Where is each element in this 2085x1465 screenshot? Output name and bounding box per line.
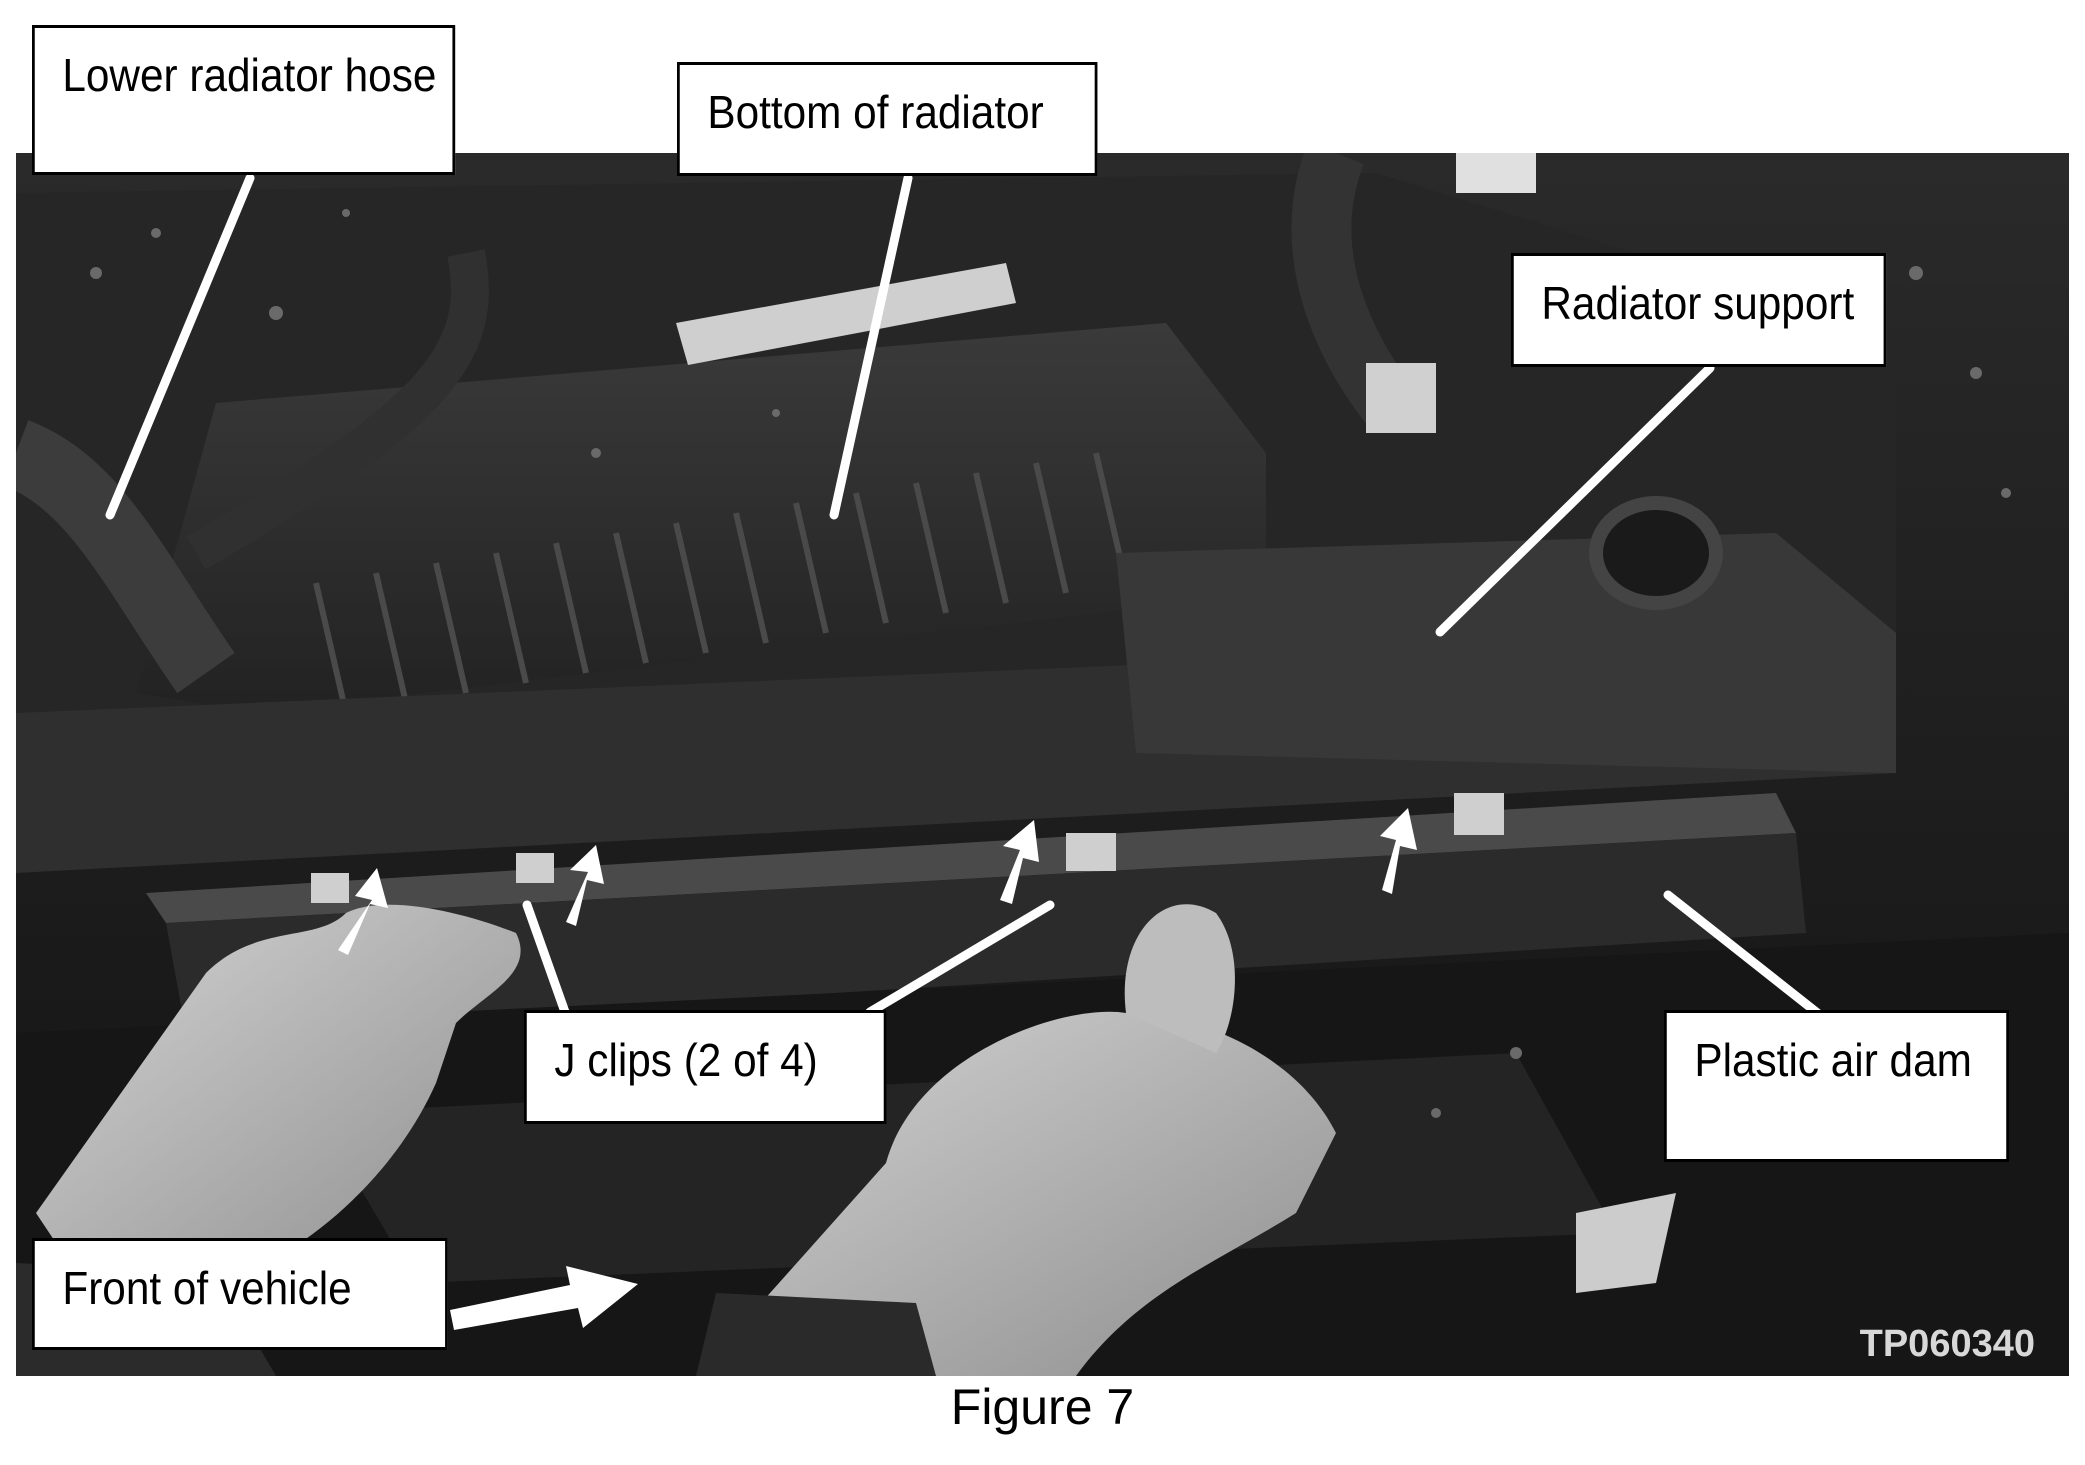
callout-lower-radiator-hose: Lower radiator hose bbox=[32, 25, 456, 175]
callout-text: J clips (2 of 4) bbox=[554, 1034, 818, 1086]
callout-text: Front of vehicle bbox=[62, 1262, 352, 1314]
callout-text: Lower radiator hose bbox=[62, 49, 437, 101]
callout-plastic-air-dam: Plastic air dam bbox=[1664, 1010, 2009, 1162]
callout-text: Radiator support bbox=[1541, 277, 1855, 329]
callout-bottom-of-radiator: Bottom of radiator bbox=[677, 62, 1098, 176]
callout-j-clips: J clips (2 of 4) bbox=[524, 1010, 887, 1124]
callout-radiator-support: Radiator support bbox=[1511, 253, 1887, 367]
callout-text: Bottom of radiator bbox=[707, 86, 1044, 138]
callout-front-of-vehicle: Front of vehicle bbox=[32, 1238, 448, 1350]
figure-caption: Figure 7 bbox=[950, 1379, 1135, 1435]
photo-id-label: TP060340 bbox=[1859, 1323, 2035, 1365]
callout-text: Plastic air dam bbox=[1694, 1034, 1972, 1086]
